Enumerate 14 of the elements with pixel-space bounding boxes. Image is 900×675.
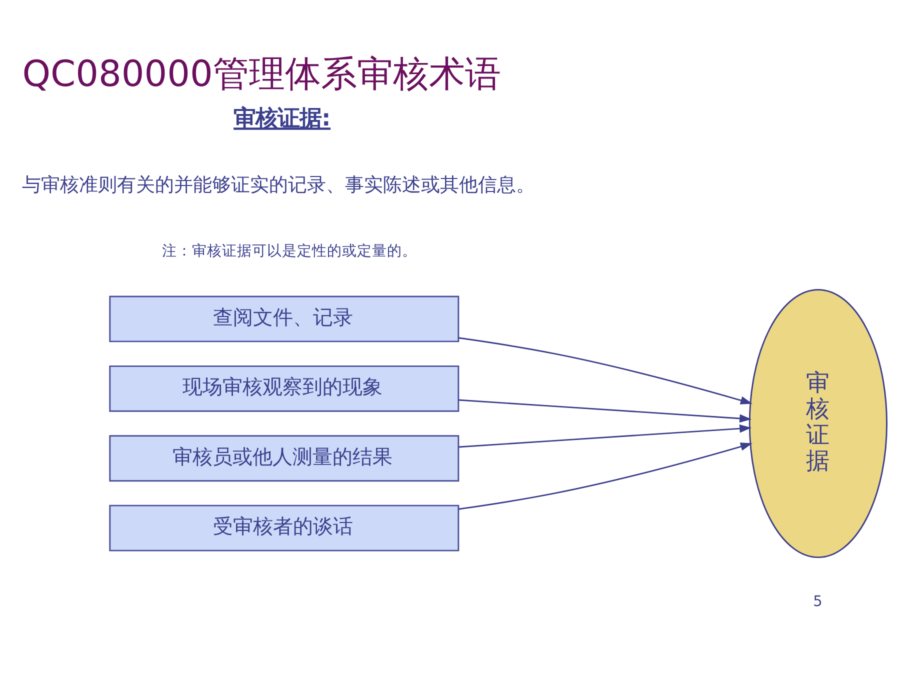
label: 注：审核证据可以是定性的或定量的。 bbox=[162, 242, 418, 260]
node-box: 查阅文件、记录 bbox=[109, 296, 460, 342]
arrow bbox=[458, 442, 752, 510]
arrow bbox=[458, 424, 752, 448]
label: 5 bbox=[813, 593, 822, 610]
node-box: 审核员或他人测量的结果 bbox=[109, 435, 460, 482]
node-box: 现场审核观察到的现象 bbox=[109, 365, 460, 412]
node-ellipse: 审核证据 bbox=[748, 289, 888, 558]
label: 与审核准则有关的并能够证实的记录、事实陈述或其他信息。 bbox=[22, 172, 536, 196]
arrow bbox=[458, 337, 752, 404]
arrow bbox=[458, 399, 752, 423]
diagram-title: QC080000管理体系审核术语 bbox=[22, 54, 501, 95]
node-box: 受审核者的谈话 bbox=[109, 504, 460, 552]
label: 审核证据: bbox=[234, 106, 331, 132]
